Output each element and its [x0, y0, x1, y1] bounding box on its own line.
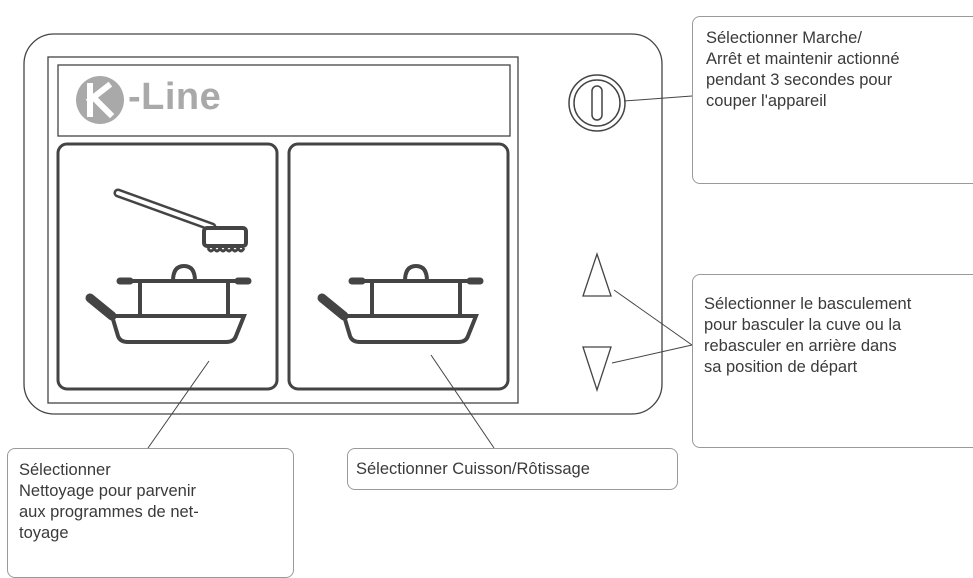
cleaning-button[interactable]	[56, 142, 279, 391]
cooking-button[interactable]	[287, 142, 510, 391]
callout-line: rebasculer en arrière dans	[704, 337, 897, 355]
tilt-down-button[interactable]	[582, 346, 612, 393]
triangle-up-icon	[582, 251, 612, 297]
cleaning-callout: Sélectionner Nettoyage pour parvenir aux…	[7, 448, 294, 578]
cooking-callout: Sélectionner Cuisson/Rôtissage	[347, 448, 678, 490]
triangle-down-icon	[582, 346, 612, 393]
callout-line: Sélectionner Cuisson/Rôtissage	[356, 460, 590, 478]
leader-lines	[147, 95, 693, 449]
callout-line: aux programmes de net-	[19, 503, 199, 521]
power-button[interactable]	[568, 74, 626, 132]
display-screen	[47, 56, 519, 404]
callout-line: Sélectionner	[19, 461, 111, 479]
tilt-up-button[interactable]	[582, 251, 612, 297]
logo-bar	[57, 64, 511, 137]
callout-line: Nettoyage pour parvenir	[19, 482, 197, 500]
power-icon	[591, 85, 603, 121]
k-line-logo-badge	[76, 76, 124, 124]
panel-outline	[23, 33, 663, 415]
callout-line: couper l'appareil	[706, 92, 827, 110]
callout-line: pour basculer la cuve ou la	[704, 316, 902, 334]
brand-name: -Line	[128, 76, 222, 118]
callout-line: Sélectionner le basculement	[704, 295, 912, 313]
power-callout: Sélectionner Marche/ Arrêt et maintenir …	[692, 16, 973, 184]
brush-and-pans-icon	[90, 188, 248, 342]
callout-line: Sélectionner Marche/	[706, 29, 862, 47]
callout-line: sa position de départ	[704, 358, 858, 376]
callout-line: Arrêt et maintenir actionné	[706, 50, 900, 68]
callout-line: pendant 3 secondes pour	[706, 71, 893, 89]
tilt-callout: Sélectionner le basculement pour bascule…	[692, 274, 973, 448]
callout-line: toyage	[19, 524, 69, 542]
